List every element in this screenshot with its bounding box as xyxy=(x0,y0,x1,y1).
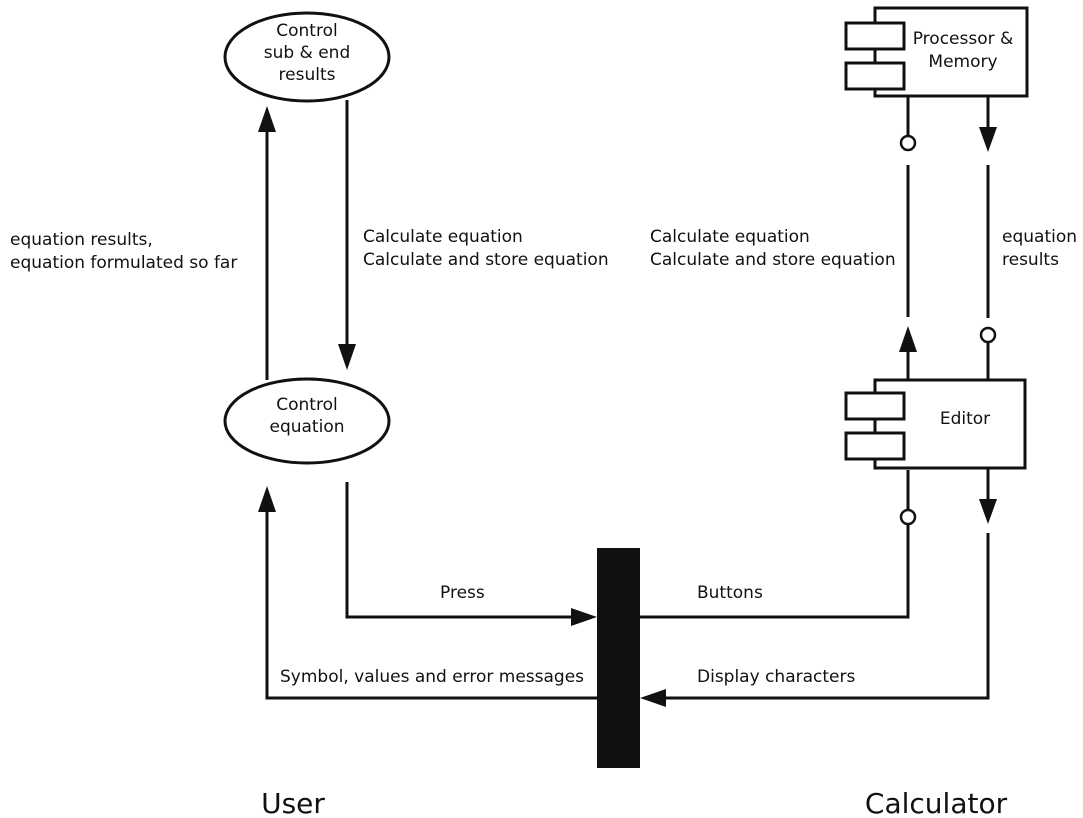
control-results-node: Control sub & end results xyxy=(223,11,391,103)
actor-calculator: Calculator xyxy=(865,787,1008,818)
flow-symbol-arrowhead xyxy=(258,486,276,512)
processor-memory-component: Processor & Memory xyxy=(844,6,1029,98)
flow-up-arrowhead xyxy=(258,106,276,132)
processor-calc-socket xyxy=(899,134,917,152)
flow-display-line xyxy=(665,533,990,700)
control-results-line2: sub & end xyxy=(264,43,351,63)
interface-bar xyxy=(597,548,640,768)
editor-component: Editor xyxy=(844,378,1027,470)
label-symbol-values: Symbol, values and error messages xyxy=(280,667,584,687)
label-calc-left-1: Calculate equation xyxy=(363,227,523,247)
flow-symbol-values xyxy=(258,486,597,700)
flow-processor-to-editor xyxy=(979,96,997,380)
label-calc-right-1: Calculate equation xyxy=(650,227,810,247)
flow-display-arrowhead xyxy=(640,689,666,707)
control-equation-line2: equation xyxy=(269,417,344,437)
label-press: Press xyxy=(440,583,485,603)
control-equation-ellipse xyxy=(223,377,391,465)
control-results-line3: results xyxy=(279,65,336,85)
processor-memory-port-top xyxy=(844,21,906,51)
control-equation-node: Control equation xyxy=(223,377,391,465)
label-calc-left-2: Calculate and store equation xyxy=(363,250,609,270)
processor-memory-line2: Memory xyxy=(928,52,997,72)
label-equation-results-1: equation results, xyxy=(10,230,153,250)
flow-press-line xyxy=(345,482,572,619)
control-results-ellipse xyxy=(223,11,391,103)
editor-port-bottom xyxy=(844,431,906,461)
editor-out-arrowhead xyxy=(979,499,997,524)
flow-buttons-line xyxy=(640,525,910,619)
label-eq-results-right-1: equation xyxy=(1002,227,1077,247)
label-eq-results-right-2: results xyxy=(1002,250,1059,270)
label-buttons: Buttons xyxy=(697,583,763,603)
editor-port-top xyxy=(844,391,906,421)
processor-memory-port-bottom xyxy=(844,61,906,91)
actor-user: User xyxy=(261,787,325,818)
label-display-characters: Display characters xyxy=(697,667,855,687)
flow-press xyxy=(345,482,597,626)
editor-results-socket xyxy=(979,326,997,344)
control-results-line1: Control xyxy=(276,21,337,41)
label-equation-results-2: equation formulated so far xyxy=(10,253,237,273)
editor-buttons-socket xyxy=(899,508,917,526)
flow-buttons xyxy=(640,470,917,619)
editor-up-arrowhead xyxy=(899,326,917,352)
flow-editor-to-processor xyxy=(899,96,917,380)
flow-press-arrowhead xyxy=(571,608,597,626)
flow-display-characters xyxy=(640,468,997,707)
editor-label: Editor xyxy=(940,409,990,429)
flow-up-equation-results xyxy=(258,106,276,380)
processor-out-arrowhead xyxy=(979,127,997,152)
flow-down-arrowhead xyxy=(338,344,356,370)
label-calc-right-2: Calculate and store equation xyxy=(650,250,896,270)
flow-down-calculate xyxy=(338,100,356,370)
processor-memory-line1: Processor & xyxy=(913,29,1014,49)
control-equation-line1: Control xyxy=(276,395,337,415)
flow-symbol-line xyxy=(265,510,597,700)
